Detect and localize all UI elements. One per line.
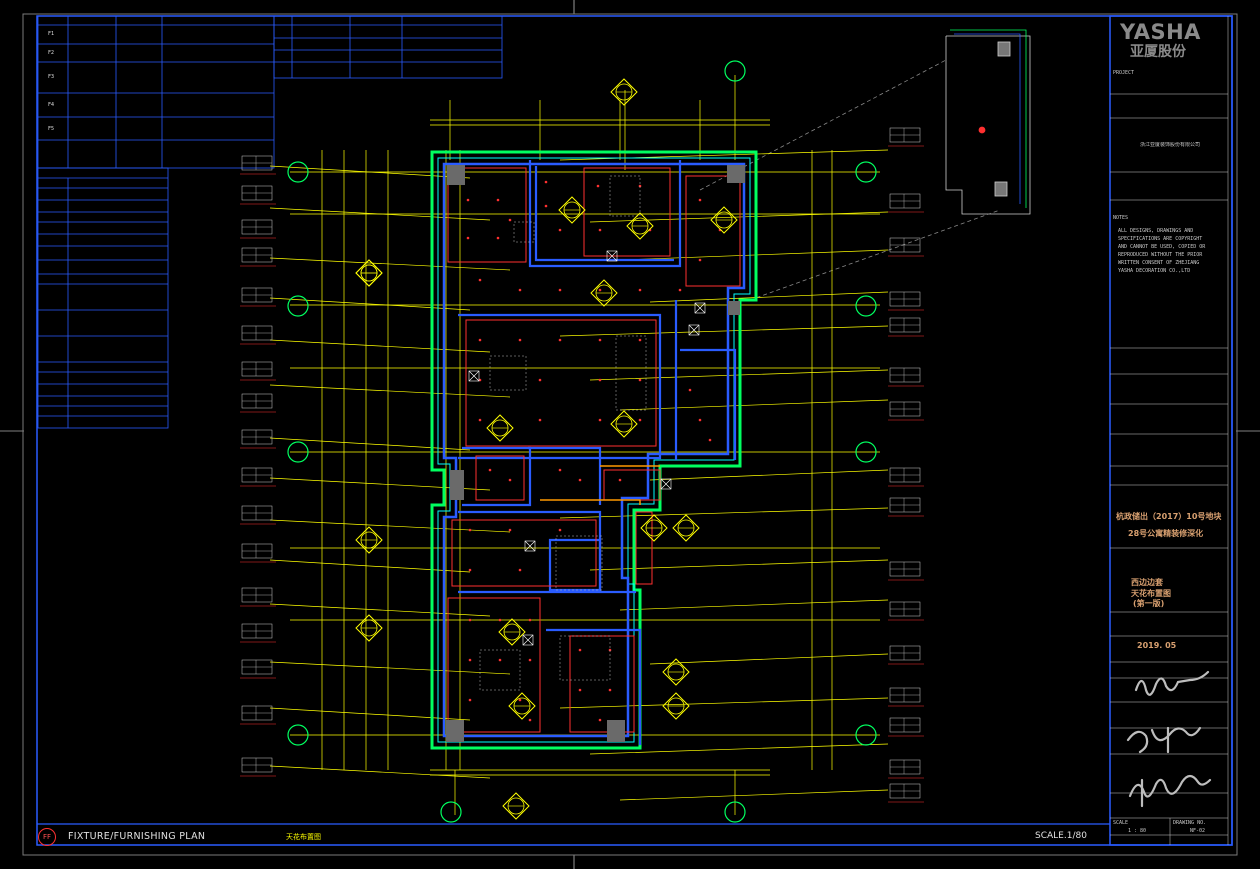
title-block <box>1109 15 1233 846</box>
tb-label-client: PROJECT <box>1113 70 1135 76</box>
sheet-outer-border <box>22 13 1238 856</box>
drawing-title-3: (第一版) <box>1133 599 1165 608</box>
project-title-2: 28号公寓精装修深化 <box>1128 529 1204 538</box>
project-title-1: 杭政储出（2017）10号地块 <box>1116 512 1222 521</box>
tb-drawing-no-label: DRAWING NO. <box>1173 820 1207 826</box>
tb-note-4: REPRODUCED WITHOUT THE PRIOR <box>1118 252 1203 258</box>
tb-note-2: SPECIFICATIONS ARE COPYRIGHT <box>1118 236 1203 242</box>
brand-logo: YASHA <box>1120 20 1201 44</box>
drawing-scale: SCALE.1/80 <box>1035 831 1087 841</box>
drawing-badge: FF <box>38 828 56 846</box>
tb-notes-heading: NOTES <box>1113 215 1129 221</box>
fixture-legend-table <box>37 15 503 429</box>
tb-note-5: WRITTEN CONSENT OF ZHEJIANG <box>1118 260 1200 266</box>
legend-row-f5: F5 <box>48 126 55 132</box>
tb-company: 浙江亚厦装饰股份有限公司 <box>1140 142 1201 148</box>
legend-row-f2: F2 <box>48 50 55 56</box>
callout-labels <box>355 78 738 820</box>
tb-note-6: YASHA DECORATION CO.,LTD <box>1118 268 1191 274</box>
dimension-lines <box>269 75 889 815</box>
brand-logo-cn: 亚厦股份 <box>1130 44 1186 60</box>
tb-note-3: AND CANNOT BE USED, COPIED OR <box>1118 244 1206 250</box>
drawing-title-cn: 天花布置图 <box>286 833 321 841</box>
grid-axis-bubbles <box>287 60 877 823</box>
key-plan <box>699 29 1031 301</box>
legend-row-f1: F1 <box>48 31 55 37</box>
tb-scale-label: SCALE <box>1113 820 1129 826</box>
floor-plan <box>240 127 924 803</box>
drawing-date: 2019. 05 <box>1137 641 1177 650</box>
tb-drawing-no-value: NF-02 <box>1190 828 1206 834</box>
tb-scale-value: 1 : 80 <box>1128 828 1147 834</box>
drawing-title-2: 天花布置图 <box>1131 589 1171 598</box>
tb-note-1: ALL DESIGNS, DRAWINGS AND <box>1118 228 1194 234</box>
drawing-title-en: FIXTURE/FURNISHING PLAN <box>68 831 206 842</box>
legend-row-f4: F4 <box>48 102 55 108</box>
drawing-title-1: 西边边套 <box>1131 578 1163 587</box>
signatures <box>1126 670 1212 808</box>
legend-row-f3: F3 <box>48 74 55 80</box>
